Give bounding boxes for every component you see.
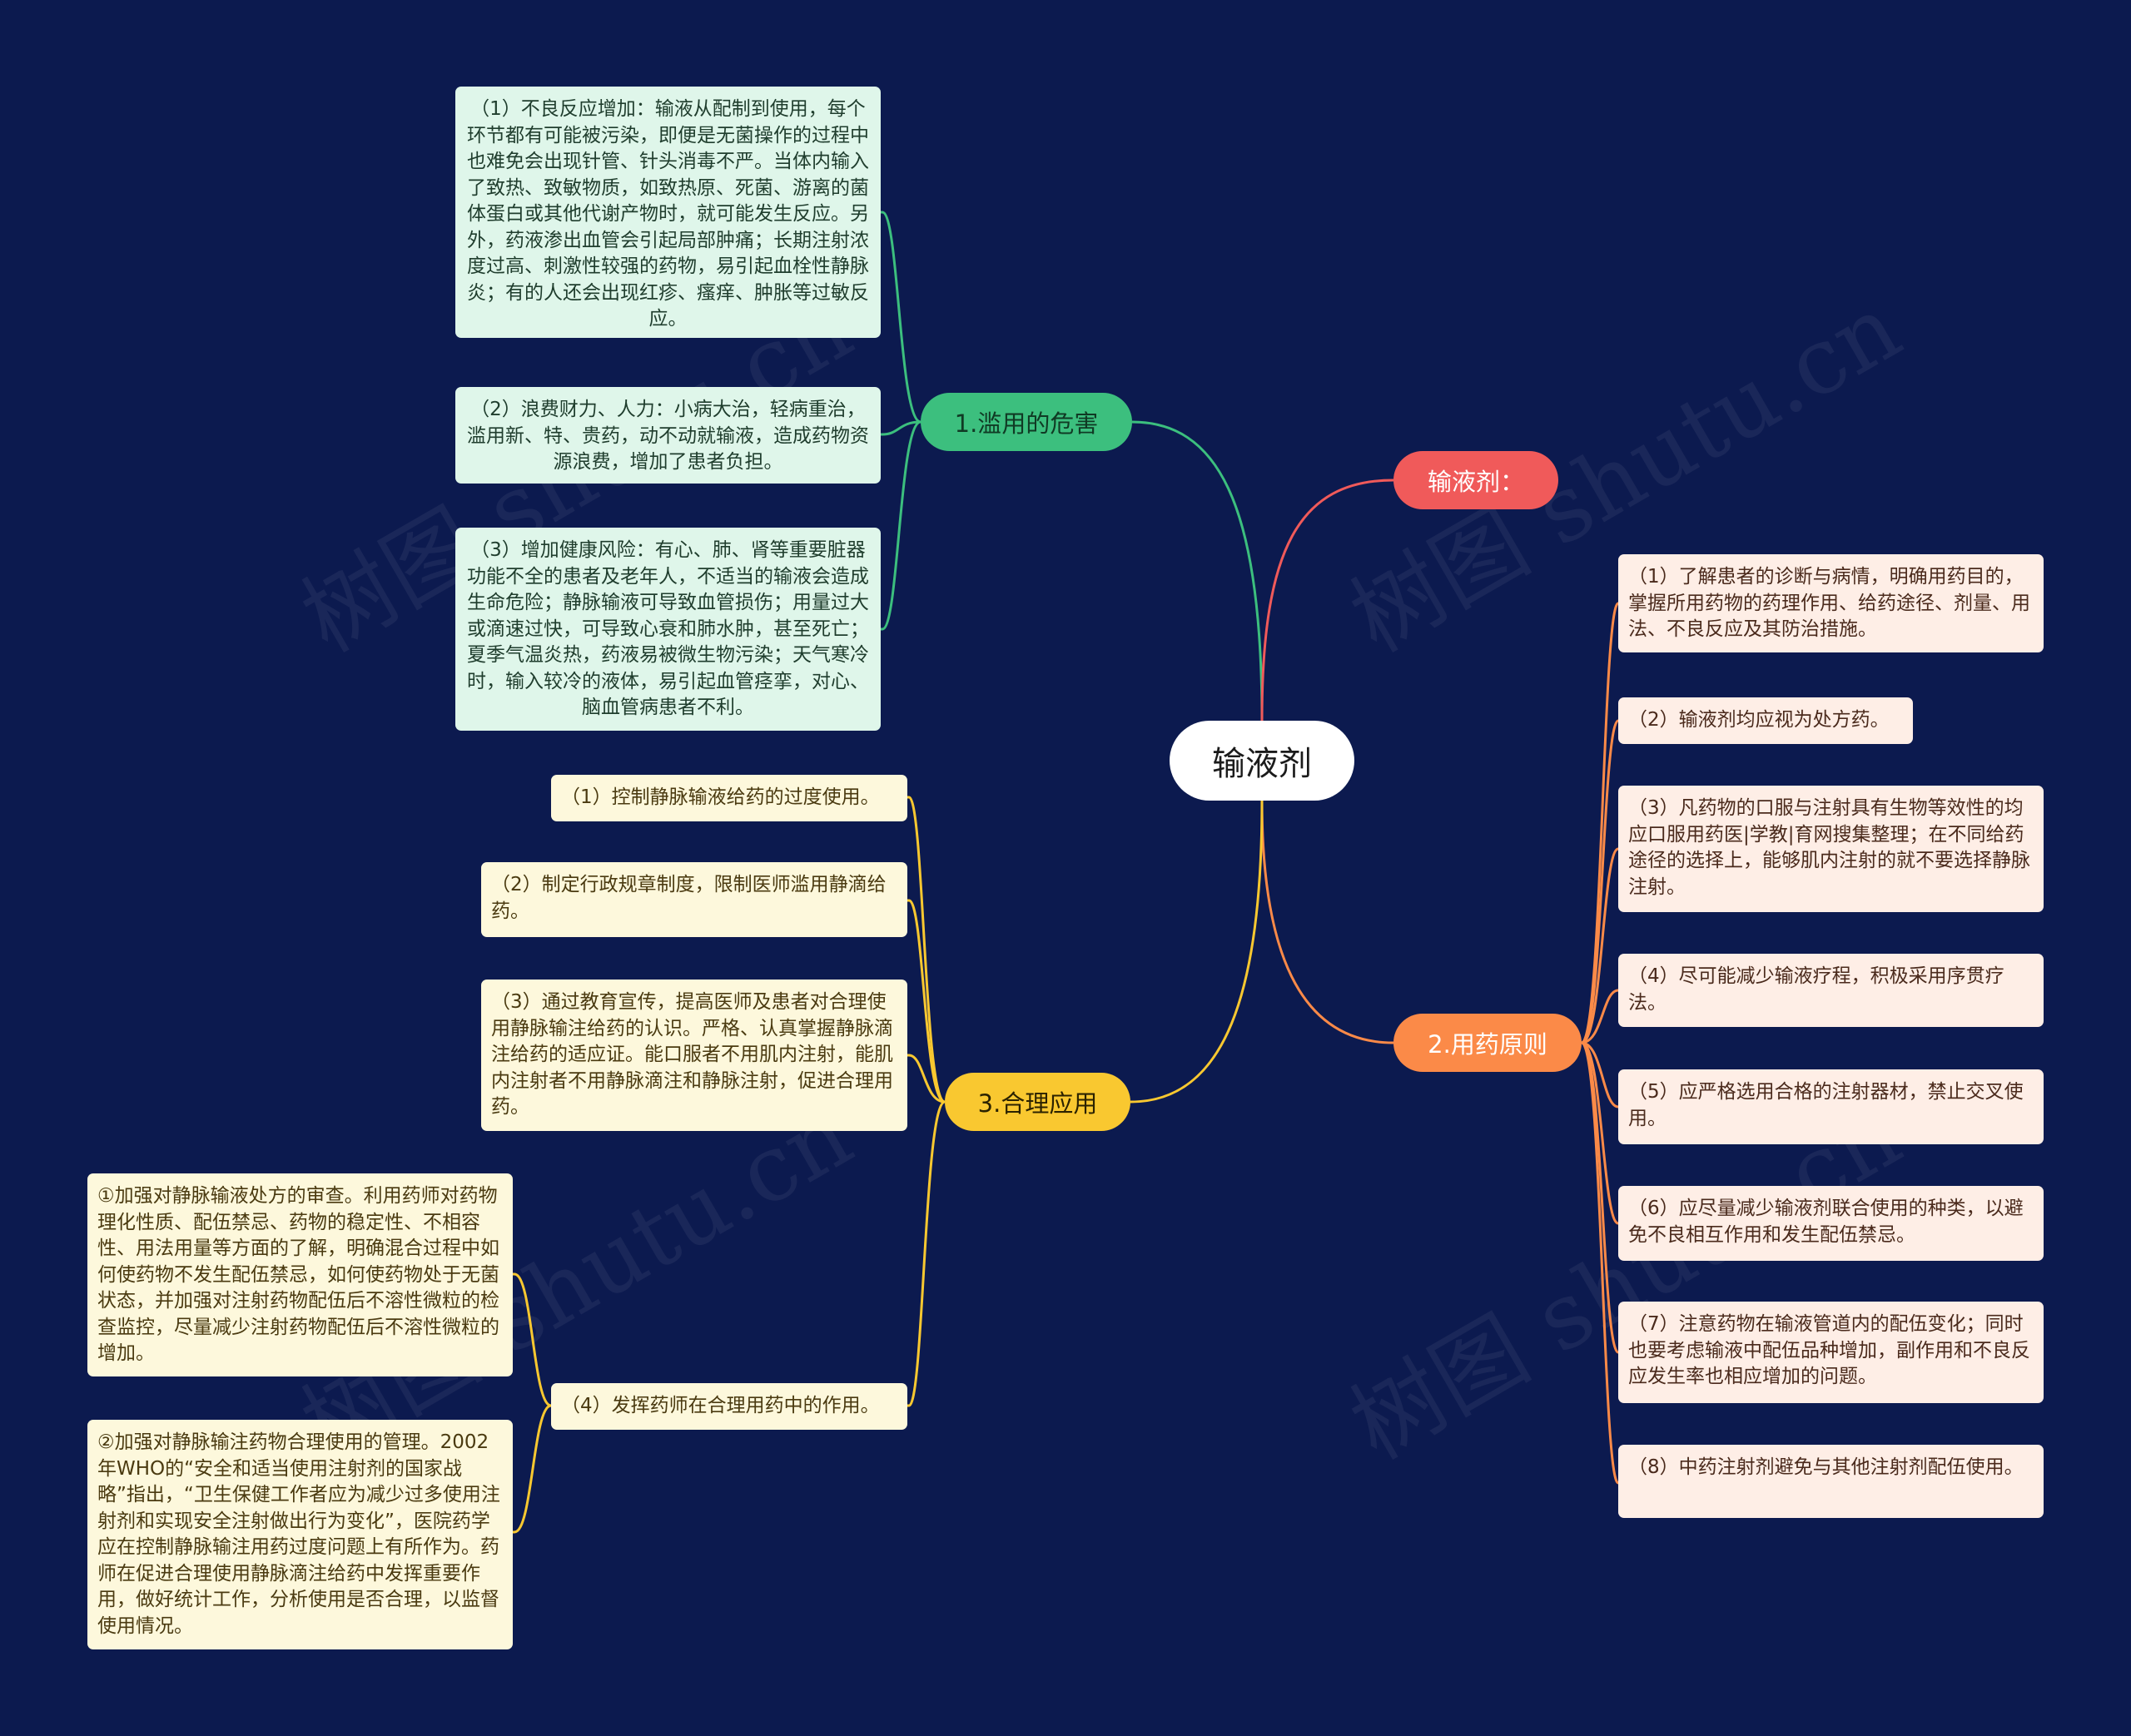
leaf-principle-7[interactable]: （7）注意药物在输液管道内的配伍变化；同时也要考虑输液中配伍品种增加，副作用和不… <box>1618 1302 2044 1403</box>
leaf-harm-2[interactable]: （2）浪费财力、人力：小病大治，轻病重治，滥用新、特、贵药，动不动就输液，造成药… <box>455 387 881 484</box>
leaf-rational-4[interactable]: （4）发挥药师在合理用药中的作用。 <box>551 1383 907 1430</box>
root-topic[interactable]: 输液剂 <box>1170 721 1354 801</box>
leaf-principle-4[interactable]: （4）尽可能减少输液疗程，积极采用序贯疗法。 <box>1618 954 2044 1027</box>
leaf-principle-2[interactable]: （2）输液剂均应视为处方药。 <box>1618 697 1913 744</box>
leaf-principle-5[interactable]: （5）应严格选用合格的注射器材，禁止交叉使用。 <box>1618 1069 2044 1144</box>
leaf-rational-2[interactable]: （2）制定行政规章制度，限制医师滥用静滴给药。 <box>481 862 907 937</box>
connector-def <box>1260 479 1394 722</box>
branch-harm[interactable]: 1.滥用的危害 <box>921 393 1132 451</box>
connector-rational-4-1 <box>513 1272 552 1407</box>
connector-rational-1 <box>907 796 946 1104</box>
connector-rational-2 <box>907 899 946 1104</box>
connector-rational-3 <box>907 1054 946 1104</box>
branch-principle[interactable]: 2.用药原则 <box>1393 1014 1582 1072</box>
leaf-rational-4-sub-1[interactable]: ①加强对静脉输液处方的审查。利用药师对药物理化性质、配伍禁忌、药物的稳定性、不相… <box>87 1173 513 1376</box>
leaf-rational-4-sub-2[interactable]: ②加强对静脉输注药物合理使用的管理。2002年WHO的“安全和适当使用注射剂的国… <box>87 1420 513 1649</box>
connector-principle-2 <box>1581 719 1620 1044</box>
branch-principle-label: 2.用药原则 <box>1428 1030 1547 1059</box>
connector-principle-6 <box>1581 1041 1619 1225</box>
connector-principle-8 <box>1580 1041 1620 1485</box>
leaf-harm-1[interactable]: （1）不良反应增加：输液从配制到使用，每个环节都有可能被污染，即便是无菌操作的过… <box>455 87 881 338</box>
connector-rational <box>1130 800 1264 1104</box>
connector-harm-3 <box>881 420 921 631</box>
connector-harm-2 <box>881 420 921 436</box>
root-topic-label: 输液剂 <box>1212 745 1312 783</box>
connector-principle-5 <box>1581 1041 1619 1109</box>
connector-rational-4-2 <box>513 1404 552 1534</box>
leaf-principle-1[interactable]: （1）了解患者的诊断与病情，明确用药目的，掌握所用药物的药理作用、给药途径、剂量… <box>1618 554 2044 652</box>
leaf-harm-3[interactable]: （3）增加健康风险：有心、肺、肾等重要脏器功能不全的患者及老年人，不适当的输液会… <box>455 528 881 731</box>
branch-definition[interactable]: 输液剂： <box>1393 451 1558 509</box>
leaf-rational-1[interactable]: （1）控制静脉输液给药的过度使用。 <box>551 775 907 821</box>
branch-harm-label: 1.滥用的危害 <box>954 409 1099 438</box>
connector-principle <box>1260 800 1394 1044</box>
connector-principle-4 <box>1581 989 1619 1044</box>
branch-definition-label: 输液剂： <box>1427 468 1524 496</box>
connector-rational-4 <box>907 1100 946 1407</box>
leaf-rational-3[interactable]: （3）通过教育宣传，提高医师及患者对合理使用静脉输注给药的认识。严格、认真掌握静… <box>481 980 907 1131</box>
branch-rational-label: 3.合理应用 <box>977 1089 1098 1118</box>
connector-principle-3 <box>1581 847 1619 1044</box>
connector-harm <box>1131 420 1264 722</box>
leaf-principle-6[interactable]: （6）应尽量减少输液剂联合使用的种类，以避免不良相互作用和发生配伍禁忌。 <box>1618 1186 2044 1261</box>
connector-principle-1 <box>1580 602 1620 1044</box>
branch-rational[interactable]: 3.合理应用 <box>945 1073 1130 1131</box>
connector-harm-1 <box>881 211 921 424</box>
leaf-principle-8[interactable]: （8）中药注射剂避免与其他注射剂配伍使用。 <box>1618 1445 2044 1518</box>
leaf-principle-3[interactable]: （3）凡药物的口服与注射具有生物等效性的均应口服用药医|学教|育网搜集整理；在不… <box>1618 786 2044 912</box>
